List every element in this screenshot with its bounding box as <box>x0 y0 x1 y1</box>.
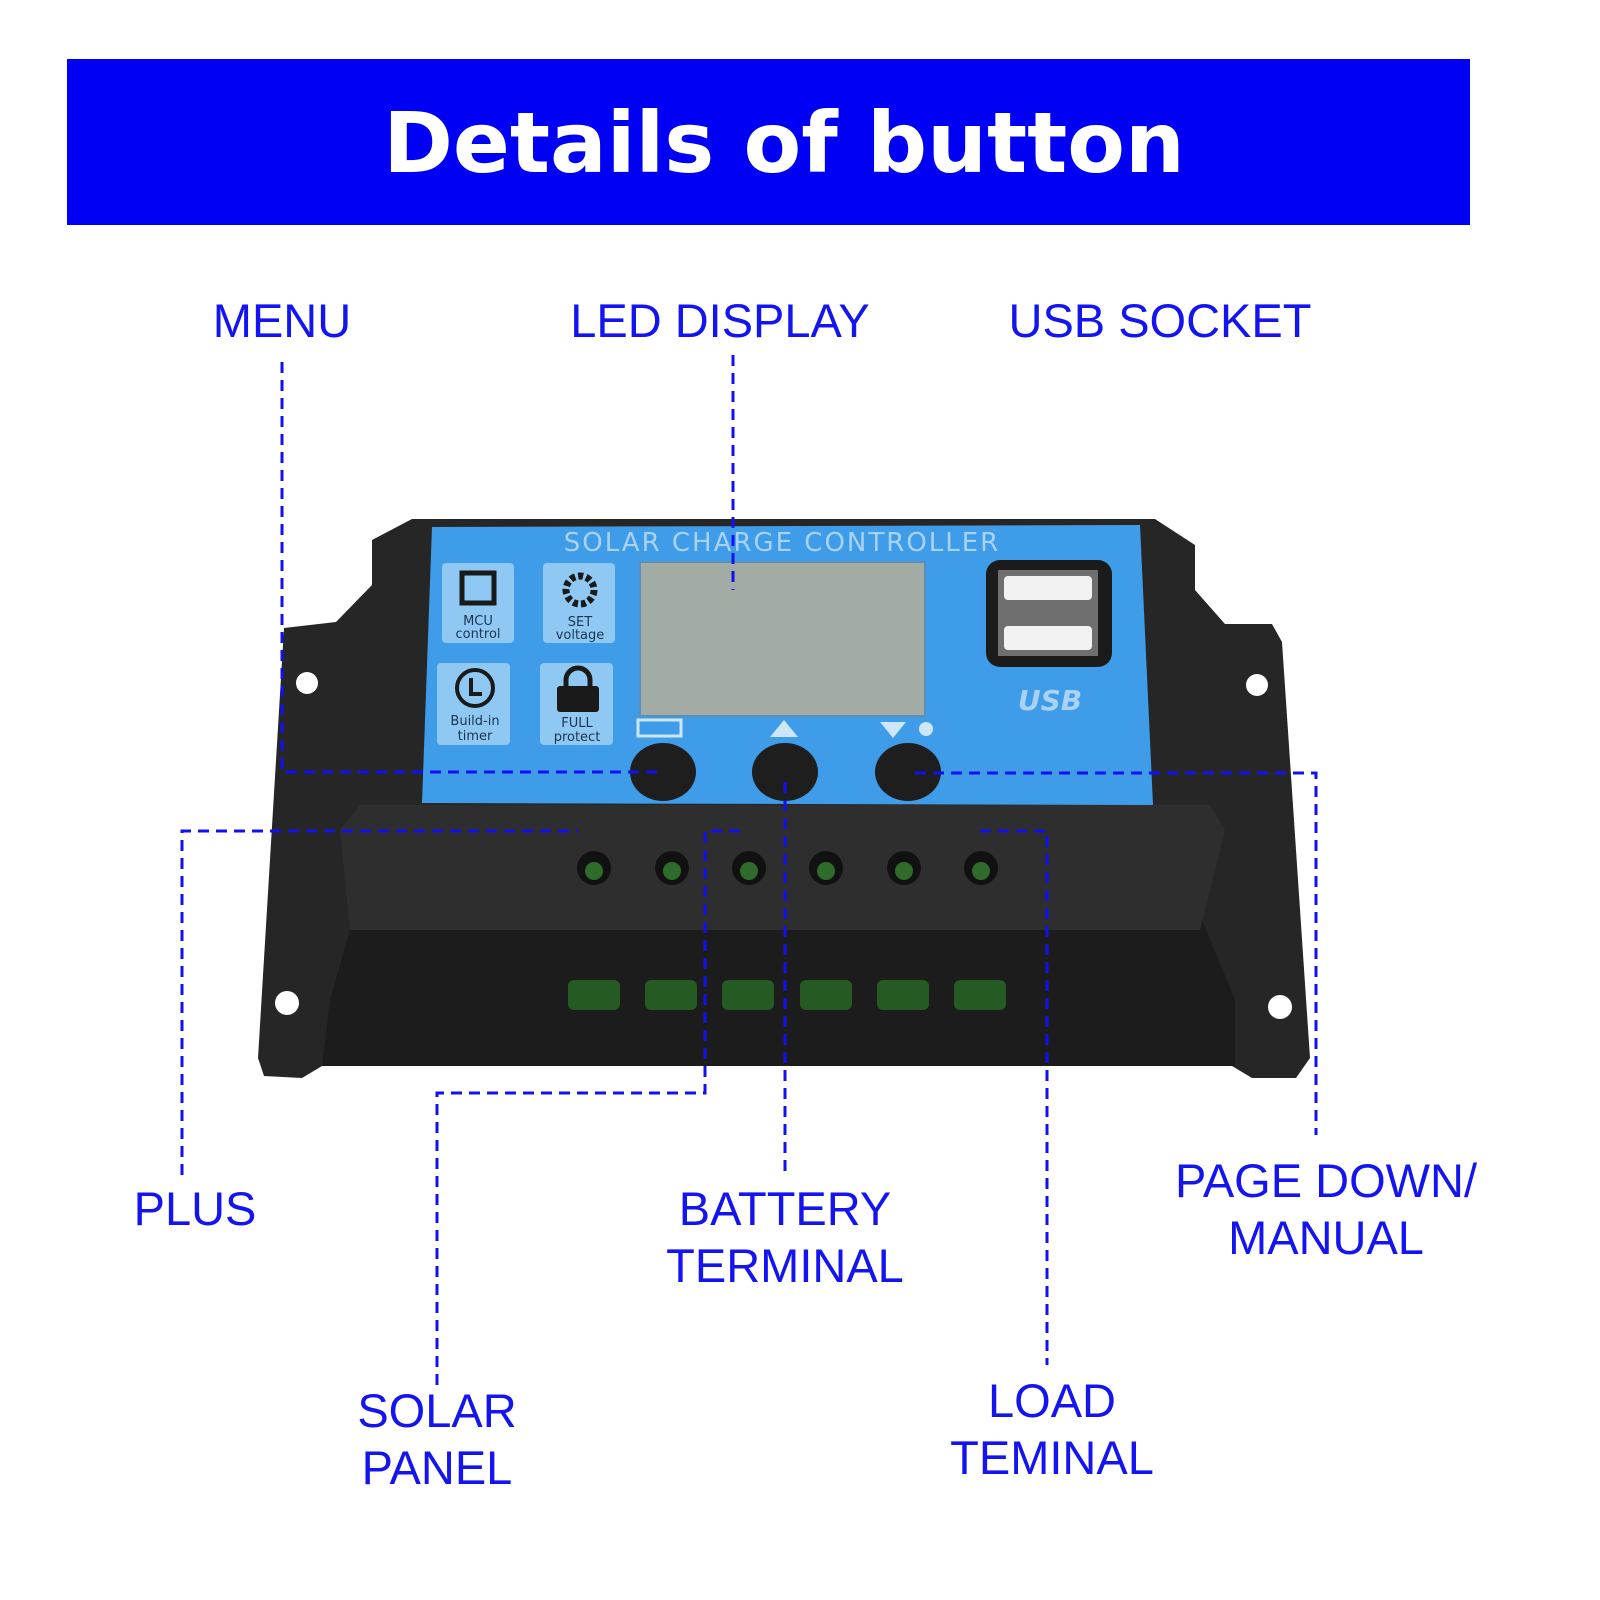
lcd-display <box>639 561 926 717</box>
tile-text: SET <box>568 615 592 630</box>
chip-icon <box>459 570 497 606</box>
mounting-hole <box>296 672 318 694</box>
plus-button[interactable] <box>752 743 818 801</box>
label-solar-panel: PANEL <box>362 1441 513 1494</box>
up-plus-icon <box>770 720 798 737</box>
page-title: Details of button <box>383 94 1185 192</box>
terminal-slots <box>568 980 1006 1010</box>
menu-icon <box>636 718 683 738</box>
label-usb-socket: USB SOCKET <box>1009 294 1312 347</box>
tile-text: control <box>455 627 500 642</box>
label-load-terminal: LOAD <box>988 1374 1116 1427</box>
terminal-screws <box>577 851 998 885</box>
down-minus-icon <box>880 722 906 738</box>
mounting-hole <box>275 991 299 1015</box>
plus-leader-line <box>180 829 578 1175</box>
label-solar-panel: SOLAR <box>357 1384 516 1437</box>
solar-panel-leader-line <box>435 829 740 1385</box>
clock-icon <box>455 668 495 708</box>
header-banner <box>67 59 1470 225</box>
tile-text: protect <box>554 730 601 745</box>
tile-text: Build-in <box>450 714 499 729</box>
mounting-hole <box>1246 674 1268 696</box>
usb-logo-text: USB <box>1018 684 1082 717</box>
page-down-manual-button[interactable] <box>875 743 941 801</box>
label-page-down-manual: PAGE DOWN/ <box>1175 1154 1478 1207</box>
tile-text: timer <box>458 729 493 744</box>
label-load-terminal: TEMINAL <box>950 1431 1154 1484</box>
page-down-leader-line <box>915 771 1318 1135</box>
menu-leader-line <box>280 362 657 774</box>
tile-text: FULL <box>561 716 593 731</box>
menu-button[interactable] <box>630 743 696 801</box>
panel-title: SOLAR CHARGE CONTROLLER <box>564 528 1001 558</box>
usb-socket <box>986 560 1112 667</box>
lock-icon <box>557 665 599 712</box>
load-leader-line <box>980 829 1049 1365</box>
tile-text: voltage <box>556 628 605 643</box>
bulb-icon <box>919 722 933 736</box>
label-menu: MENU <box>213 294 351 347</box>
label-battery-terminal: TERMINAL <box>666 1239 904 1292</box>
solar-charge-controller: SOLAR CHARGE CONTROLLER MCU control SET … <box>258 519 1310 1078</box>
mounting-hole <box>1268 995 1292 1019</box>
label-page-down-manual: MANUAL <box>1228 1211 1424 1264</box>
label-battery-terminal: BATTERY <box>679 1182 891 1235</box>
label-plus: PLUS <box>134 1182 257 1235</box>
tile-set-voltage <box>543 563 615 643</box>
gear-icon <box>562 572 598 608</box>
tile-text: MCU <box>463 614 493 629</box>
label-led-display: LED DISPLAY <box>570 294 870 347</box>
